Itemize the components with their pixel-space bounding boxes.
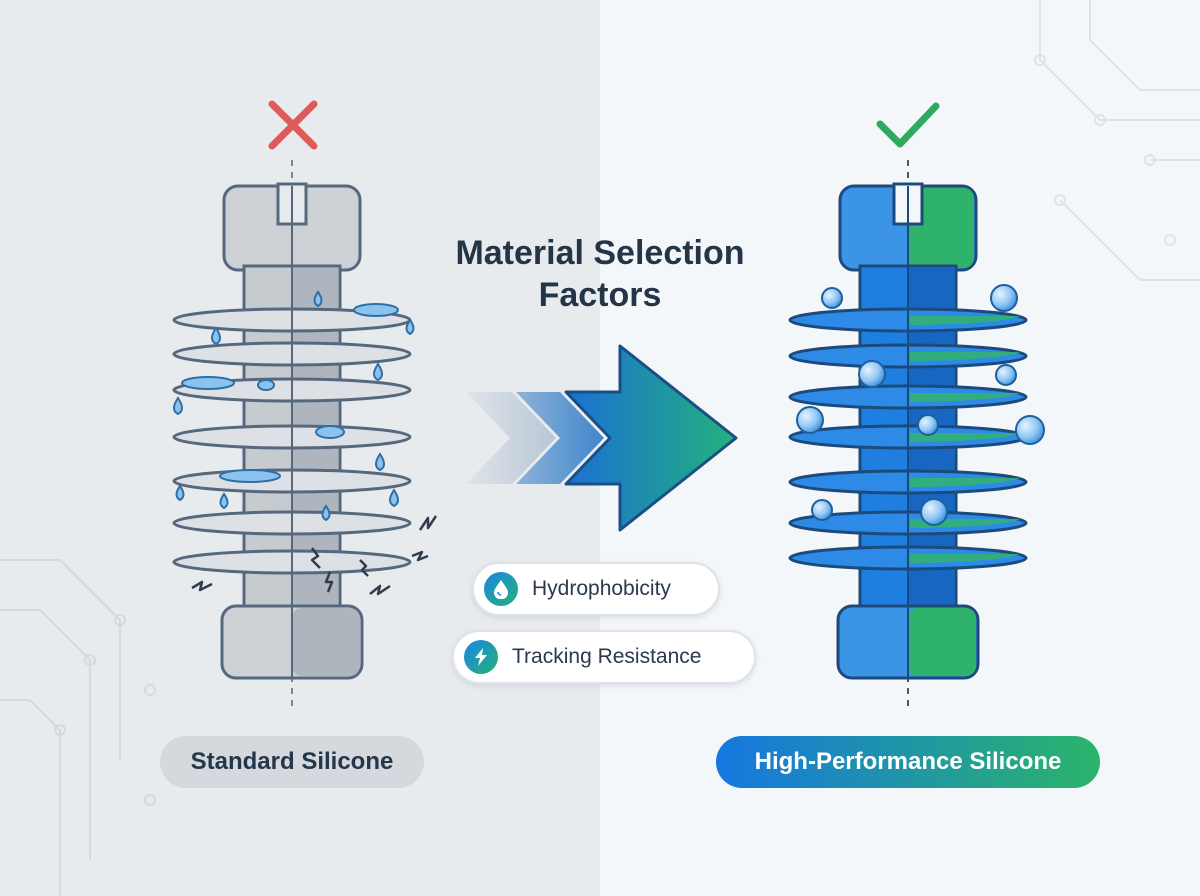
water-beads — [796, 284, 1045, 526]
high-performance-silicone-label: High-Performance Silicone — [716, 736, 1100, 788]
factor-label: Tracking Resistance — [512, 645, 702, 668]
green-check-icon — [876, 102, 940, 148]
high-performance-insulator — [788, 160, 1045, 710]
circuit-decoration-right — [1034, 0, 1200, 281]
circuit-decoration-left — [0, 559, 156, 896]
transition-arrow — [466, 344, 738, 532]
standard-silicone-label: Standard Silicone — [160, 736, 424, 788]
red-x-icon — [268, 100, 318, 150]
tracking-sparks — [191, 515, 438, 596]
diagram-title: Material Selection Factors — [455, 234, 745, 314]
factor-hydrophobicity: Hydrophobicity — [472, 562, 720, 616]
factor-tracking-resistance: Tracking Resistance — [452, 630, 756, 684]
water-droplets — [173, 290, 415, 522]
water-drop-icon — [484, 572, 518, 606]
standard-insulator — [172, 160, 438, 710]
lightning-bolt-icon — [464, 640, 498, 674]
factor-label: Hydrophobicity — [532, 577, 671, 600]
